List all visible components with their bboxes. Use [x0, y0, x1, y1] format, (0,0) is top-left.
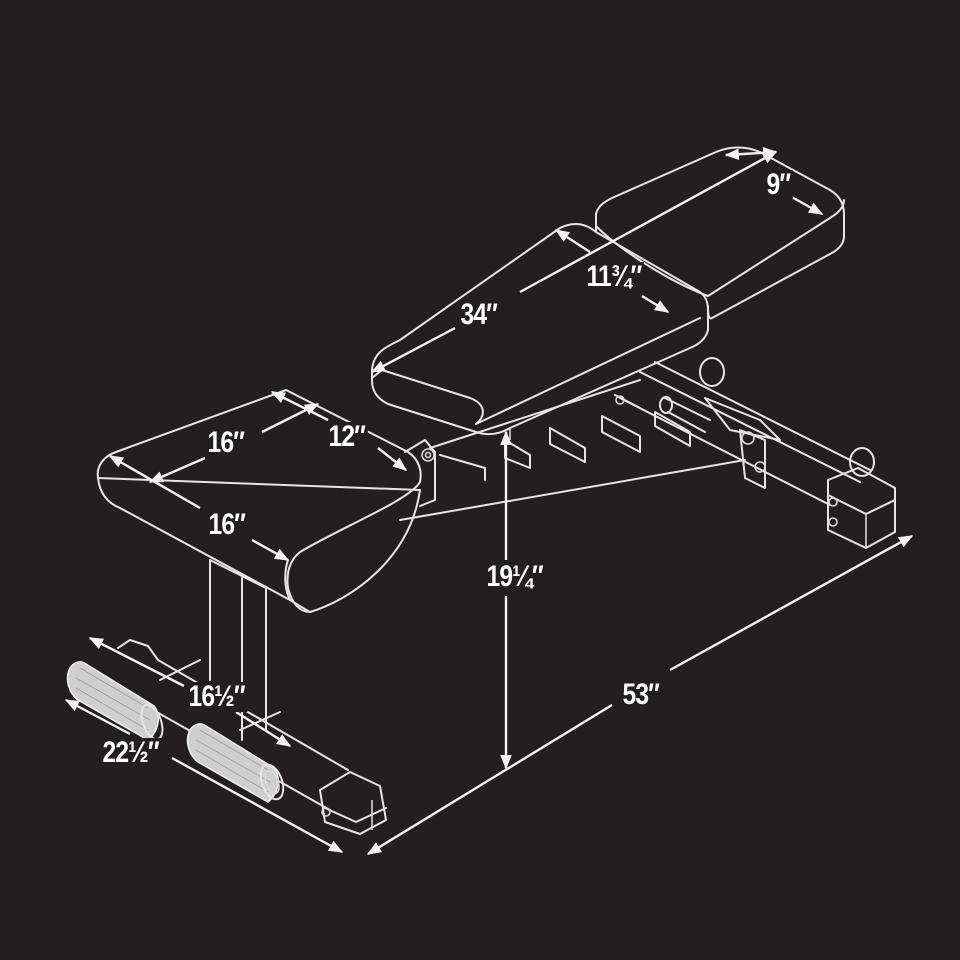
- dim-label-overall-length: 53″: [620, 680, 662, 710]
- dim-label-back-pad-top-width: 9″: [764, 170, 793, 200]
- dim-label-front-stabilizer-inner: 16½″: [186, 682, 248, 712]
- front-stabilizer: [66, 639, 387, 835]
- dim-label-seat-height: 19¼″: [484, 562, 546, 592]
- dim-label-back-pad-length: 34″: [458, 300, 500, 330]
- dim-label-seat-pad-width-back: 12″: [326, 422, 368, 452]
- dim-label-seat-pad-length: 16″: [205, 428, 247, 458]
- dim-label-front-stabilizer-width: 22½″: [100, 738, 162, 768]
- foam-roller-right: [186, 723, 285, 803]
- rear-frame: [619, 357, 896, 549]
- seat-pad: [96, 389, 436, 613]
- back-pad: [371, 146, 845, 440]
- adjustment-ladder: [399, 379, 746, 521]
- front-upright: [209, 559, 267, 741]
- dim-label-seat-pad-width-front: 16″: [206, 510, 248, 540]
- foam-roller-left: [66, 661, 164, 741]
- dim-label-back-pad-mid-width: 11¾″: [584, 262, 644, 292]
- dimension-lines: [64, 147, 914, 856]
